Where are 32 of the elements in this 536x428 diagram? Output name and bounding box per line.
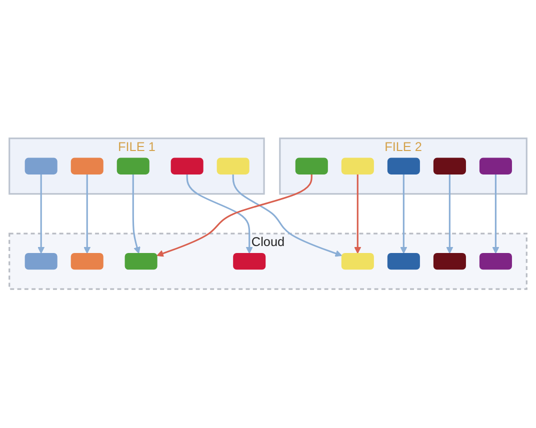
node-box — [116, 158, 150, 175]
node-box — [295, 158, 328, 175]
node-box — [233, 253, 266, 270]
arrow — [186, 174, 253, 254]
node-box — [24, 253, 58, 270]
arrow — [354, 174, 362, 254]
node-box — [433, 158, 466, 175]
node-box — [24, 158, 58, 175]
node-box — [124, 253, 158, 270]
node-box — [216, 158, 250, 175]
cluster — [279, 138, 528, 195]
cluster — [8, 138, 265, 195]
arrow — [38, 174, 45, 254]
node-box — [479, 253, 512, 270]
node-box — [70, 253, 104, 270]
arrow — [446, 174, 454, 254]
cluster — [8, 233, 528, 290]
arrow — [400, 174, 408, 254]
arrow — [492, 174, 500, 254]
arrow — [232, 174, 342, 258]
node-box — [479, 158, 512, 175]
diagram: FILE 1 FILE 2 Cloud — [3, 132, 533, 296]
arrow — [156, 174, 312, 258]
node-box — [341, 253, 374, 270]
node-box — [70, 158, 104, 175]
node-box — [387, 253, 420, 270]
node-box — [433, 253, 466, 270]
arrow — [132, 174, 140, 254]
node-box — [170, 158, 204, 175]
node-box — [387, 158, 420, 175]
arrow — [84, 174, 91, 254]
node-box — [341, 158, 374, 175]
